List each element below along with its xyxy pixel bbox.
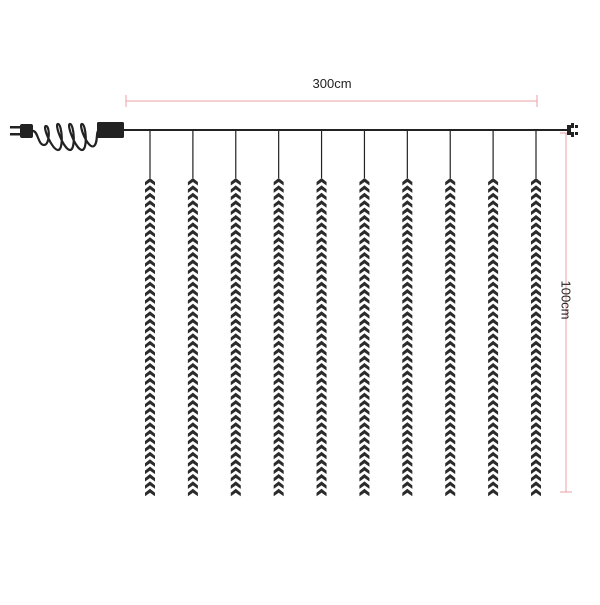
leaf-strand-icon xyxy=(359,130,370,497)
leaf-chain xyxy=(187,178,198,497)
leaf-strand-icon xyxy=(316,130,327,497)
leaf-chain xyxy=(230,178,241,497)
leaf-chain xyxy=(316,178,327,497)
height-dimension-label: 100cm xyxy=(558,280,574,320)
leaf-strand-icon xyxy=(402,130,413,497)
leaf-chain xyxy=(488,178,499,497)
leaf-strand-icon xyxy=(230,130,241,497)
leaf-strand-icon xyxy=(445,130,456,497)
leaf-strand-icon xyxy=(187,130,198,497)
width-dimension-line xyxy=(125,95,538,107)
leaf-chain xyxy=(402,178,413,497)
leaf-strand-icon xyxy=(145,130,155,497)
leaf-chain xyxy=(445,178,456,497)
controller-box-icon xyxy=(97,122,124,138)
leaf-chain xyxy=(145,178,155,497)
leaf-strand-icon xyxy=(531,130,541,497)
leaf-strands xyxy=(145,130,541,497)
leaf-strand-icon xyxy=(488,130,499,497)
end-connector-icon xyxy=(567,123,578,137)
power-plug-icon xyxy=(10,124,33,138)
width-dimension-label: 300cm xyxy=(312,76,352,91)
leaf-chain xyxy=(531,178,541,497)
coiled-cord-icon xyxy=(32,122,99,152)
leaf-strand-icon xyxy=(273,130,284,497)
leaf-chain xyxy=(359,178,370,497)
leaf-chain xyxy=(273,178,284,497)
